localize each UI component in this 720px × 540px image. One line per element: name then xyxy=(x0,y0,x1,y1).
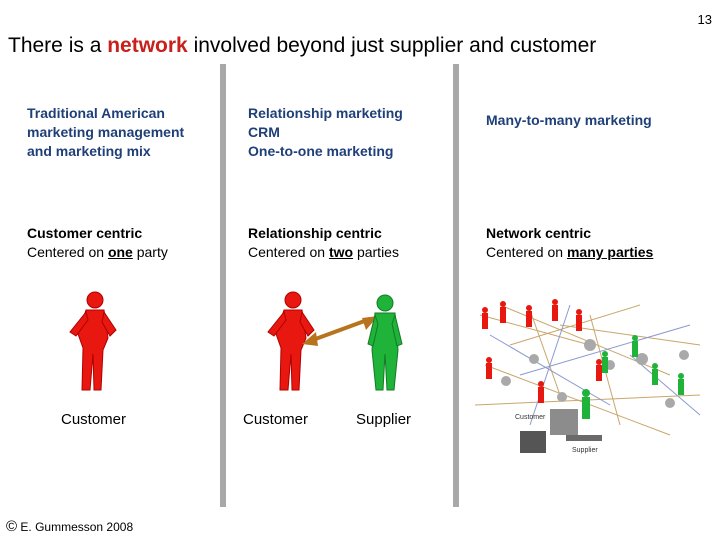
heading-line: marketing management xyxy=(27,124,185,140)
column-1-heading: Traditional American marketing managemen… xyxy=(27,104,184,161)
supplier-label: Supplier xyxy=(356,411,412,428)
heading-line: Traditional American xyxy=(27,105,165,121)
network-lines xyxy=(474,304,701,436)
heading-line: One-to-one marketing xyxy=(248,143,394,159)
column-3-heading: Many-to-many marketing xyxy=(486,111,652,130)
network-people-red xyxy=(482,299,602,403)
slide-title: There is a network involved beyond just … xyxy=(8,34,596,58)
heading-line: and marketing mix xyxy=(27,143,151,159)
network-illustration: Customer Supplier xyxy=(474,299,701,454)
network-lines-blue xyxy=(489,304,701,426)
centric-emphasis: two xyxy=(328,244,354,260)
centric-title: Network centric xyxy=(486,225,592,241)
copyright-symbol: © xyxy=(6,518,18,535)
column-2-centric: Relationship centric Centered on two par… xyxy=(248,224,399,262)
heading-line: Many-to-many marketing xyxy=(486,112,652,128)
copyright-footer: © E. Gummesson 2008 xyxy=(6,518,133,535)
title-highlight: network xyxy=(107,34,188,57)
centric-prefix: Centered on xyxy=(486,244,567,260)
centric-emphasis: many parties xyxy=(566,244,654,260)
title-text-after: involved beyond just supplier and custom… xyxy=(187,34,597,57)
column-divider-2 xyxy=(453,64,459,507)
network-people-green xyxy=(582,335,684,419)
column-3-centric: Network centric Centered on many parties xyxy=(486,224,653,262)
centric-prefix: Centered on xyxy=(27,244,108,260)
customer-label: Customer xyxy=(61,411,127,428)
column-divider-1 xyxy=(220,64,226,507)
heading-line: Relationship marketing xyxy=(248,105,403,121)
column-1-centric: Customer centric Centered on one party xyxy=(27,224,168,262)
centric-suffix: party xyxy=(132,244,168,260)
network-nodes xyxy=(501,339,689,408)
title-text-before: There is a xyxy=(8,34,108,57)
centric-prefix: Centered on xyxy=(248,244,329,260)
copyright-text: E. Gummesson 2008 xyxy=(17,520,134,534)
column-2-heading: Relationship marketing CRM One-to-one ma… xyxy=(248,104,403,161)
office-desk-icon xyxy=(520,409,602,453)
centric-title: Relationship centric xyxy=(248,225,382,241)
page-number: 13 xyxy=(697,12,712,27)
centric-title: Customer centric xyxy=(27,225,143,241)
centric-suffix: parties xyxy=(353,244,399,260)
supplier-figure-icon xyxy=(367,294,403,391)
heading-line: CRM xyxy=(248,124,280,140)
network-customer-label: Customer xyxy=(515,414,546,421)
customer-figure-icon xyxy=(69,291,117,391)
customer-figure-icon xyxy=(267,291,315,391)
network-supplier-label: Supplier xyxy=(572,447,598,454)
centric-emphasis: one xyxy=(107,244,133,260)
customer-label: Customer xyxy=(243,411,309,428)
